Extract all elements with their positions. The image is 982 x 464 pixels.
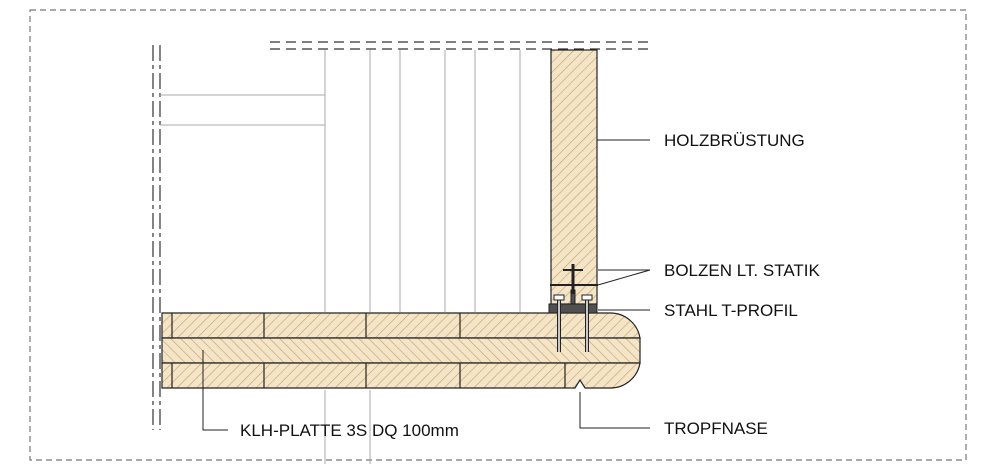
bolts: [550, 264, 598, 352]
top-dashed-lines: [270, 41, 650, 50]
leader-lines: [202, 139, 651, 431]
label-railing: HOLZBRÜSTUNG: [664, 131, 805, 150]
label-bolts: BOLZEN LT. STATIK: [664, 261, 821, 280]
clt-slab: [161, 312, 641, 389]
background-elevation-lines: [160, 50, 521, 464]
wooden-railing-post: [550, 49, 598, 305]
label-drip-edge: TROPFNASE: [664, 419, 768, 438]
label-clt-slab: KLH-PLATTE 3S DQ 100mm: [240, 421, 459, 440]
left-wall-lines: [152, 45, 161, 430]
label-steel-profile: STAHL T-PROFIL: [664, 301, 798, 320]
drawing-frame: [29, 9, 967, 461]
